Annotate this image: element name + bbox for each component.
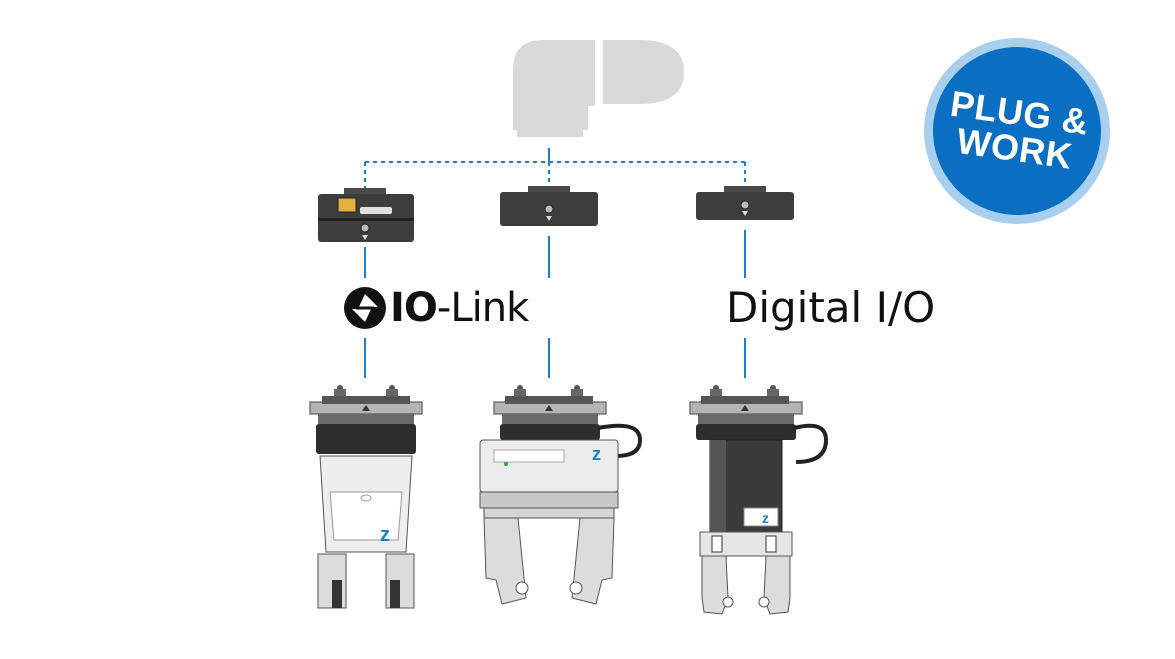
io-link-text: IO-Link <box>390 285 529 331</box>
plc-controller-icon <box>513 40 684 137</box>
gripper-digital: z <box>689 385 829 615</box>
io-link-label: IO-Link <box>344 282 529 334</box>
io-link-prefix: IO <box>390 285 438 331</box>
interface-module-digital <box>696 186 794 220</box>
gripper-io-link-2: z <box>479 385 643 605</box>
io-link-logo-icon <box>344 287 386 329</box>
zimmer-logo-icon: z <box>380 524 390 546</box>
zimmer-logo-icon: z <box>762 510 769 526</box>
controller-connection-lines <box>364 148 746 190</box>
gripper-connection-lines <box>364 230 746 378</box>
interface-module-io-link-2 <box>500 186 598 226</box>
digital-io-label: Digital I/O <box>726 283 936 332</box>
plug-and-work-badge: PLUG & WORK <box>922 36 1112 226</box>
gripper-io-link-1: z <box>309 385 423 609</box>
io-link-suffix: -Link <box>436 285 529 331</box>
interface-module-io-link <box>318 188 414 242</box>
zimmer-logo-icon: z <box>592 444 601 464</box>
